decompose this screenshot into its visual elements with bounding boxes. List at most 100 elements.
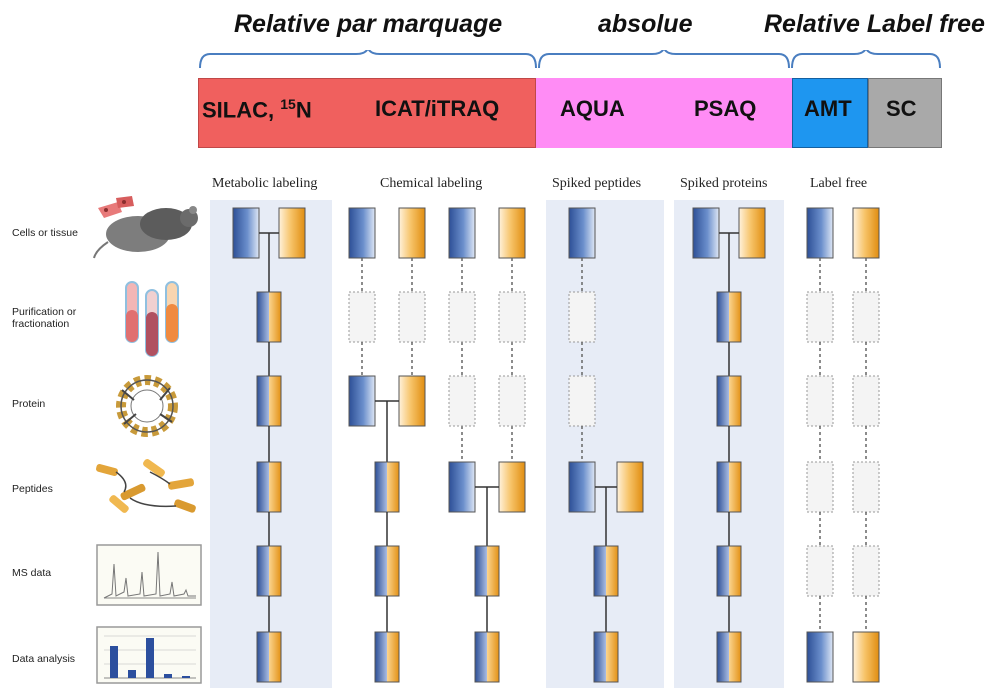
mixed-sample-box <box>716 631 742 683</box>
header-relative-marquage: Relative par marquage <box>234 10 503 38</box>
blue-sample-box <box>806 207 834 259</box>
mixed-box-blue-half <box>475 546 487 596</box>
column-bg-spiked-peptides <box>546 200 664 688</box>
empty-step-box <box>448 291 476 343</box>
blue-sample-box <box>448 207 476 259</box>
orange-sample-box <box>498 207 526 259</box>
mixed-box-blue-half <box>594 546 606 596</box>
mixed-box-orange-half <box>269 632 281 682</box>
mixed-box-orange-half <box>269 376 281 426</box>
mixed-box-blue-half <box>475 632 487 682</box>
bracket-label-free <box>791 50 941 69</box>
row-label-data-analysis: Data analysis <box>12 653 76 665</box>
band-label-psaq: PSAQ <box>694 96 757 121</box>
mixed-box-orange-half <box>269 546 281 596</box>
mixed-box-blue-half <box>717 546 729 596</box>
ms-spectrum-icon <box>96 544 202 606</box>
orange-sample-box <box>398 207 426 259</box>
empty-step-box <box>498 291 526 343</box>
empty-step-box <box>568 291 596 343</box>
mixed-box-blue-half <box>717 462 729 512</box>
mixed-box-blue-half <box>257 546 269 596</box>
band-absolue <box>536 78 792 148</box>
band-sc <box>868 78 942 148</box>
mixed-box-blue-half <box>257 632 269 682</box>
mixed-box-blue-half <box>375 632 387 682</box>
column-title-spiked-peptides: Spiked peptides <box>552 176 642 191</box>
bracket-absolue <box>538 50 790 69</box>
band-label-aqua: AQUA <box>560 96 625 121</box>
mixed-box-blue-half <box>257 376 269 426</box>
empty-step-box <box>806 291 834 343</box>
mixed-box-orange-half <box>269 292 281 342</box>
mixed-box-blue-half <box>375 546 387 596</box>
blue-sample-box <box>692 207 720 259</box>
row-label-peptides: Peptides <box>12 483 53 495</box>
mixed-box-orange-half <box>729 462 741 512</box>
empty-step-box <box>806 375 834 427</box>
mixed-box-blue-half <box>717 292 729 342</box>
orange-sample-box <box>398 375 426 427</box>
blue-sample-box <box>568 207 596 259</box>
mixed-box-orange-half <box>729 376 741 426</box>
empty-step-box <box>852 375 880 427</box>
empty-step-box <box>852 545 880 597</box>
blue-sample-box <box>806 631 834 683</box>
band-label-sc: SC <box>886 96 917 121</box>
band-label-silac: SILAC, 15N <box>202 96 312 123</box>
mixed-box-orange-half <box>729 632 741 682</box>
mixed-box-orange-half <box>387 546 399 596</box>
peptides-icon <box>96 459 196 513</box>
row-label-protein: Protein <box>12 398 46 410</box>
empty-step-box <box>448 375 476 427</box>
row-label-ms-data: MS data <box>12 567 52 579</box>
mixed-sample-box <box>593 631 619 683</box>
mixed-box-blue-half <box>717 376 729 426</box>
blue-sample-box <box>348 207 376 259</box>
blue-sample-box <box>448 461 476 513</box>
blue-sample-box <box>348 375 376 427</box>
column-title-chemical: Chemical labeling <box>380 176 483 191</box>
orange-sample-box <box>616 461 644 513</box>
mixed-box-orange-half <box>729 546 741 596</box>
mixed-box-blue-half <box>594 632 606 682</box>
bar-chart-icon <box>96 626 202 684</box>
empty-step-box <box>852 461 880 513</box>
header-absolue: absolue <box>598 10 693 38</box>
empty-step-box <box>852 291 880 343</box>
mixed-box-orange-half <box>606 632 618 682</box>
empty-step-box <box>498 375 526 427</box>
test-tubes-icon <box>125 281 179 357</box>
mixed-sample-box <box>256 631 282 683</box>
orange-sample-box <box>852 631 880 683</box>
empty-step-box <box>806 545 834 597</box>
mixed-box-orange-half <box>269 462 281 512</box>
empty-step-box <box>348 291 376 343</box>
mixed-box-orange-half <box>606 546 618 596</box>
column-title-metabolic: Metabolic labeling <box>212 176 318 191</box>
orange-sample-box <box>852 207 880 259</box>
header-relative-label-free: Relative Label free <box>764 10 985 38</box>
mixed-box-blue-half <box>717 632 729 682</box>
column-title-label-free: Label free <box>810 176 868 191</box>
bracket-relative-marquage <box>199 50 537 69</box>
orange-sample-box <box>498 461 526 513</box>
column-title-spiked-proteins: Spiked proteins <box>680 176 768 191</box>
blue-sample-box <box>568 461 596 513</box>
mixed-box-orange-half <box>729 292 741 342</box>
protein-structure-icon <box>116 375 178 437</box>
mixed-box-blue-half <box>375 462 387 512</box>
empty-step-box <box>568 375 596 427</box>
mixed-box-orange-half <box>487 546 499 596</box>
mixed-box-orange-half <box>487 632 499 682</box>
blue-sample-box <box>232 207 260 259</box>
column-bg-metabolic <box>210 200 332 688</box>
mixed-sample-box <box>374 631 400 683</box>
row-label-cells-tissue: Cells or tissue <box>12 227 78 239</box>
orange-sample-box <box>738 207 766 259</box>
mixed-box-orange-half <box>387 462 399 512</box>
band-label-amt: AMT <box>804 96 852 121</box>
empty-step-box <box>398 291 426 343</box>
